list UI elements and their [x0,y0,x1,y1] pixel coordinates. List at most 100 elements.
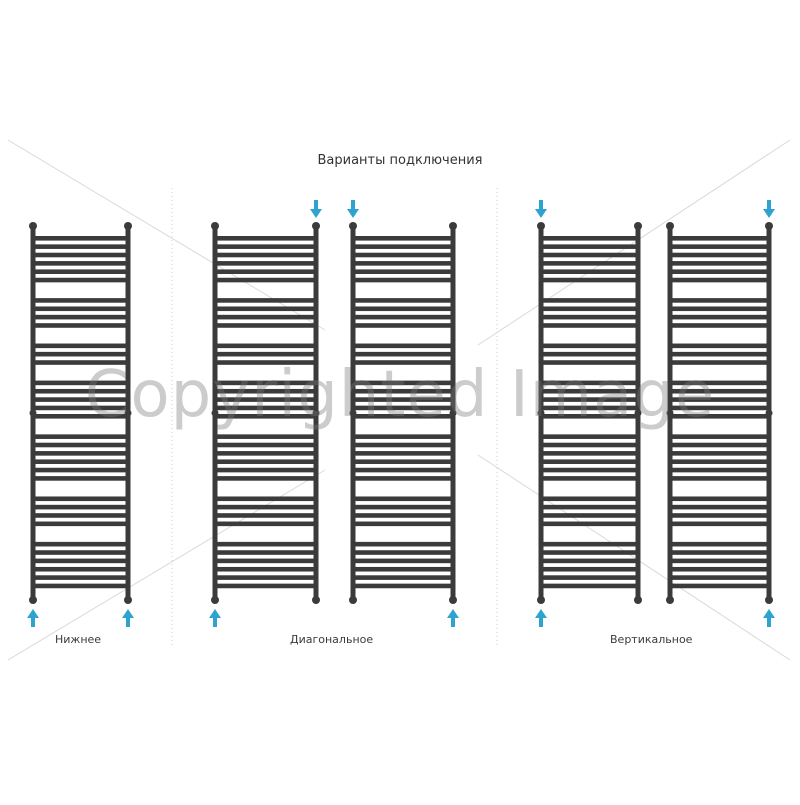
towel-bar [672,261,767,266]
towel-bar [355,496,451,502]
towel-bar [543,459,636,465]
towel-bar [217,397,314,402]
arrow-up-icon [209,609,221,627]
towel-bar [672,351,767,357]
towel-bar [672,397,767,402]
towel-bar [35,380,126,386]
towel-bar [672,558,767,564]
towel-bar [217,244,314,249]
towel-bar [217,277,314,283]
towel-bar [217,459,314,465]
towel-bar [35,351,126,357]
towel-bar [35,306,126,312]
arrow-down-icon [763,200,775,218]
towel-bar [35,261,126,266]
towel-bar [543,451,636,456]
rail-cap [312,222,320,230]
towel-bar [543,306,636,312]
towel-bar [543,269,636,275]
towel-bar [355,521,451,527]
towel-bar [543,513,636,518]
towel-bar [217,558,314,564]
towel-bar [217,414,314,419]
towel-bar [217,521,314,527]
towel-bar [35,298,126,303]
towel-bar [543,541,636,547]
rail-cap [124,596,132,604]
towel-bar [672,467,767,473]
radiator [666,222,773,604]
rail-cap [349,222,357,230]
towel-bar [217,434,314,439]
towel-bar [35,252,126,258]
wall-bracket [634,409,642,417]
wall-bracket [765,409,773,417]
towel-bar [35,388,126,394]
rail-cap [29,596,37,604]
towel-bar [355,575,451,580]
towel-bar [35,558,126,564]
towel-bar [35,504,126,510]
cross-line [7,469,326,661]
towel-bar [672,550,767,555]
towel-bar [355,343,451,349]
towel-bar [355,252,451,258]
towel-bar [35,314,126,320]
towel-bar [35,323,126,328]
towel-bar [217,306,314,312]
wall-bracket [449,409,457,417]
towel-bar [672,269,767,275]
arrow-up-icon [27,609,39,627]
towel-bar [672,459,767,465]
towel-bar [543,521,636,527]
towel-bar [355,261,451,266]
towel-bar [672,306,767,312]
towel-bar [217,323,314,328]
towel-bar [543,244,636,249]
towel-bar [217,442,314,448]
towel-bar [217,380,314,386]
towel-bar [672,476,767,481]
towel-bar [672,575,767,580]
towel-bar [672,414,767,419]
towel-bar [217,476,314,481]
towel-bar [355,442,451,448]
towel-bar [217,583,314,589]
towel-bar [355,277,451,283]
towel-bar [35,476,126,481]
towel-bar [355,269,451,275]
rail-cap [29,222,37,230]
rail-cap [449,222,457,230]
towel-bar [35,566,126,572]
rail-cap [634,222,642,230]
towel-bar [672,236,767,241]
towel-bar [543,323,636,328]
wall-bracket [537,409,545,417]
towel-bar [543,558,636,564]
towel-bar [355,459,451,465]
towel-bar [35,397,126,402]
towel-bar [543,405,636,411]
towel-bar [35,521,126,527]
towel-bar [355,244,451,249]
towel-bar [355,467,451,473]
towel-bar [543,388,636,394]
towel-bar [35,442,126,448]
towel-bar [543,583,636,589]
towel-bar [355,541,451,547]
towel-bar [35,541,126,547]
towel-bar [672,405,767,411]
towel-bar [35,405,126,411]
towel-bar [355,583,451,589]
cross-line [477,454,791,661]
towel-bar [217,496,314,502]
arrow-down-icon [535,200,547,218]
towel-bar [543,343,636,349]
wall-bracket [211,409,219,417]
towel-bar [355,380,451,386]
towel-bar [672,360,767,365]
rail-cap [349,596,357,604]
towel-bar [217,451,314,456]
towel-bar [672,566,767,572]
towel-bar [217,252,314,258]
